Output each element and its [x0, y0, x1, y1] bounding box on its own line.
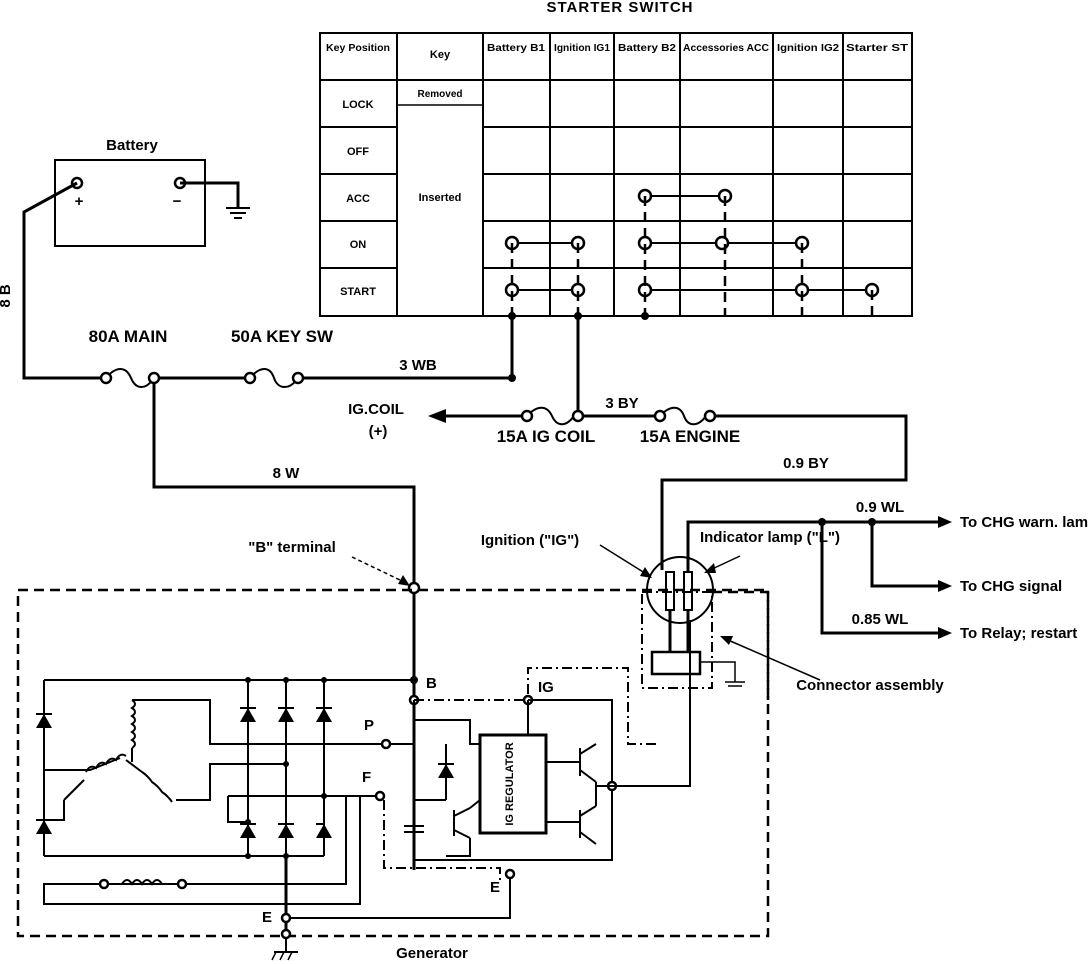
- table-header-row: Key Position Key Battery B1 Ignition IG1…: [326, 43, 908, 61]
- wire-label-8w: 8 W: [273, 465, 301, 482]
- capacitor: [404, 820, 424, 833]
- battery-label: Battery: [106, 137, 158, 154]
- connector-assembly-text: Connector assembly: [796, 677, 944, 694]
- fuse-igcoil-label-text: 15A IG COIL: [497, 427, 596, 446]
- b-terminal-label: "B" terminal: [248, 539, 336, 556]
- wire-label-09by: 0.9 BY: [783, 455, 829, 472]
- fuse-15a-engine: [653, 406, 717, 426]
- row-on-position: ON: [350, 239, 367, 251]
- stator-windings: [44, 699, 414, 823]
- generator-ground-symbol: [271, 928, 298, 961]
- fuse-keysw-label-text: 50A KEY SW: [231, 327, 334, 346]
- terminal-e2-label: E: [490, 879, 500, 896]
- to-chg-warn-label: To CHG warn. lamp: [960, 514, 1088, 531]
- terminal-b-label: B: [426, 675, 437, 692]
- fuse-igcoil-label: 15A IG COIL: [497, 427, 596, 446]
- to-chg-warn-text: To CHG warn. lamp: [960, 514, 1088, 531]
- fuse-80a-main: [99, 368, 161, 388]
- battery-negative-sign: −: [173, 193, 182, 210]
- to-relay-label: To Relay; restart: [960, 625, 1077, 642]
- indicator-lamp-label: Indicator lamp ("L"): [700, 529, 840, 546]
- battery-positive-sign: +: [75, 193, 84, 210]
- row-acc-position: ACC: [346, 193, 370, 205]
- fuse-50a-keysw: [243, 368, 305, 388]
- battery-box: [54, 159, 206, 247]
- generator-boundary: [16, 588, 770, 938]
- header-ignition-ig1: Ignition IG1: [554, 43, 610, 54]
- header-ignition-ig2: Ignition IG2: [777, 43, 839, 54]
- row-lock-key: Removed: [417, 89, 462, 100]
- ig-regulator-box: [478, 733, 548, 835]
- terminal-f-label: F: [362, 769, 371, 786]
- row-acc-key: Inserted: [419, 192, 462, 204]
- row-off-position: OFF: [347, 146, 369, 158]
- connector-plug: [646, 556, 745, 687]
- row-lock-position: LOCK: [342, 99, 373, 111]
- row-start-position: START: [340, 286, 376, 298]
- wire-label-8b: 8 B: [0, 284, 14, 308]
- indicator-lamp-label-text: Indicator lamp ("L"): [700, 529, 840, 546]
- header-key-position: Key Position: [326, 43, 390, 54]
- fuse-keysw-label: 50A KEY SW: [231, 327, 334, 346]
- terminal-e1-label: E: [262, 909, 272, 926]
- connector-assembly-label: Connector assembly: [796, 677, 944, 694]
- generator-label: Generator: [396, 945, 468, 962]
- fuse-engine-label-text: 15A ENGINE: [640, 427, 740, 446]
- wire-label-09wl: 0.9 WL: [856, 499, 904, 516]
- battery-ground-symbol: [180, 181, 250, 219]
- wire-label-3wb: 3 WB: [399, 357, 437, 374]
- ig-coil-plus-label: (+): [369, 423, 388, 440]
- terminal-p-label: P: [364, 717, 374, 734]
- terminal-ig-label: IG: [538, 679, 554, 696]
- header-accessories-acc: Accessories ACC: [683, 43, 769, 54]
- battery-cable-8b: [22, 181, 106, 380]
- field-winding: [43, 796, 361, 905]
- connector-assembly-box: [641, 591, 713, 689]
- rectifier-diodes: [36, 677, 332, 859]
- starter-switch-title: STARTER SWITCH: [546, 0, 693, 16]
- header-starter-st: Starter ST: [846, 43, 908, 54]
- header-battery-b2: Battery B2: [618, 43, 676, 54]
- fuse-main-label: 80A MAIN: [89, 327, 168, 346]
- wire-09wl: [686, 520, 940, 572]
- b-terminal-node: [407, 581, 421, 595]
- on-row-connections: [504, 235, 810, 251]
- ig-regulator-label: IG REGULATOR: [504, 742, 516, 825]
- fuse-15a-ig-coil: [520, 406, 585, 426]
- wire-8w: [152, 383, 416, 588]
- acc-row-connection: [637, 188, 733, 204]
- wire-label-3by: 3 BY: [605, 395, 638, 412]
- zener-diode: [438, 744, 454, 800]
- ig-coil-arrow: [428, 409, 446, 423]
- to-chg-signal-label: To CHG signal: [960, 578, 1062, 595]
- transistor-left: [446, 799, 481, 857]
- fuse-engine-label: 15A ENGINE: [640, 427, 740, 446]
- output-transistors: [546, 620, 691, 845]
- start-row-connections: [504, 282, 880, 298]
- ignition-ig-label: Ignition ("IG"): [481, 532, 579, 549]
- ig-coil-label: IG.COIL: [348, 401, 404, 418]
- starter-switch-table: [319, 32, 913, 317]
- fuse-main-label-text: 80A MAIN: [89, 327, 168, 346]
- header-key: Key: [430, 49, 451, 61]
- wire-09by: [660, 414, 908, 570]
- header-battery-b1: Battery B1: [487, 43, 545, 54]
- to-relay-text: To Relay; restart: [960, 625, 1077, 642]
- wire-label-085wl: 0.85 WL: [852, 611, 909, 628]
- column-dashed-guides: [510, 196, 874, 316]
